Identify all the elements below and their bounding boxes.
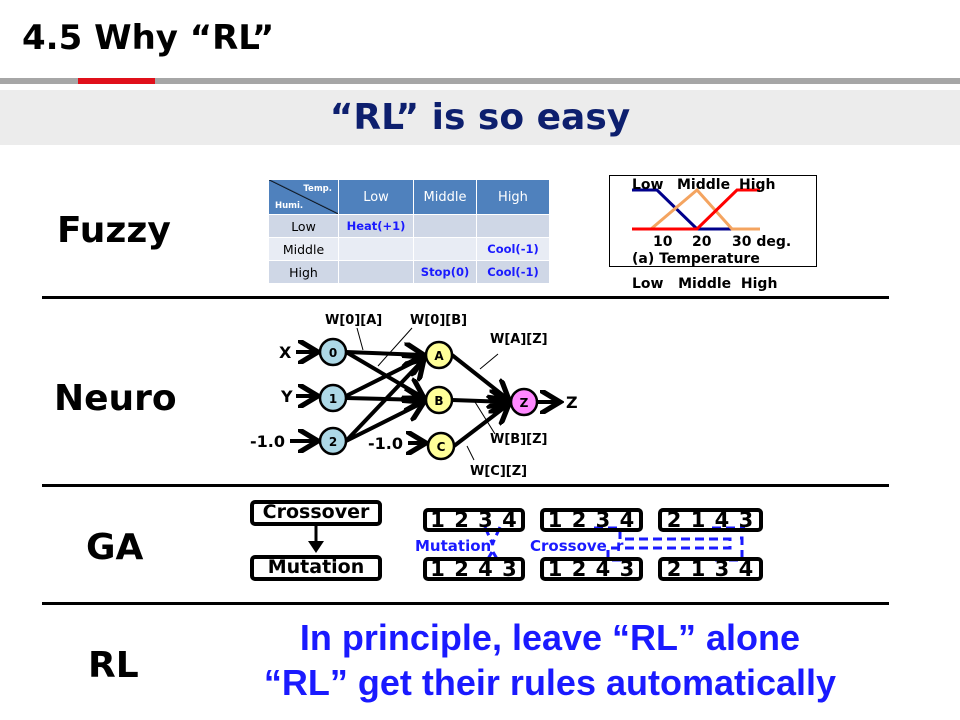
node-label: A xyxy=(434,349,444,363)
input-label-x: X xyxy=(279,343,292,362)
node-hidden-c xyxy=(426,431,456,461)
chromosome: 2 1 4 3 xyxy=(658,508,763,532)
chromosome: 1 2 4 3 xyxy=(540,557,643,581)
slide-title: 4.5 Why “RL” xyxy=(22,18,275,58)
flow-arrow-head xyxy=(308,541,324,553)
col-header: Middle xyxy=(413,179,477,215)
cell xyxy=(476,214,550,238)
humi-label: Humi. xyxy=(275,201,304,211)
subtitle: “RL” is so easy xyxy=(329,97,631,138)
connections xyxy=(290,352,560,446)
crossover-label: Crossove xyxy=(530,537,607,555)
chart-below-labels: Low Middle High xyxy=(632,276,778,292)
table-row: Middle Cool(-1) xyxy=(268,237,550,261)
divider xyxy=(42,602,889,605)
nodes xyxy=(318,337,539,461)
hidden-bias-label: -1.0 xyxy=(368,434,403,453)
tick-label: 10 xyxy=(653,234,673,250)
membership-label-high: High xyxy=(739,177,776,193)
row-header: Middle xyxy=(268,237,339,261)
node-label: B xyxy=(434,394,443,408)
node-hidden-a xyxy=(424,340,454,370)
weight-label: W[B][Z] xyxy=(490,432,547,447)
tick-label: 30 deg. xyxy=(732,234,792,250)
membership-low-line xyxy=(632,188,760,231)
node-label: 1 xyxy=(329,392,337,406)
corner-cell: Temp. Humi. xyxy=(268,179,339,215)
weight-label: W[A][Z] xyxy=(490,332,548,347)
input-label-bias: -1.0 xyxy=(250,432,285,451)
title-rule-accent xyxy=(78,78,155,84)
cell xyxy=(413,214,477,238)
tick-label: 20 xyxy=(692,234,712,250)
row-label-rl: RL xyxy=(88,645,139,686)
node-label: Z xyxy=(520,396,529,410)
node-label: 2 xyxy=(329,435,337,449)
membership-high-line xyxy=(632,188,760,231)
weight-label: W[0][B] xyxy=(410,313,467,328)
node-hidden-b xyxy=(424,385,454,415)
row-label-fuzzy: Fuzzy xyxy=(57,210,171,251)
row-header: High xyxy=(268,260,339,284)
node-label: 0 xyxy=(329,346,337,360)
chart-caption: (a) Temperature xyxy=(632,251,760,267)
chromosome: 2 1 3 4 xyxy=(658,557,763,581)
output-label: Z xyxy=(566,393,578,412)
node-output-z xyxy=(509,387,539,417)
title-rule xyxy=(0,78,960,84)
row-label-ga: GA xyxy=(86,527,144,568)
subtitle-band xyxy=(0,90,960,145)
chromosome: 1 2 4 3 xyxy=(423,557,525,581)
node-input-2 xyxy=(318,426,348,456)
divider xyxy=(42,484,889,487)
cell: Cool(-1) xyxy=(476,260,550,284)
table-row: Low Heat(+1) xyxy=(268,214,550,238)
crossover-marker: r xyxy=(616,537,624,555)
mutation-label: Mutation xyxy=(415,537,492,555)
node-label: C xyxy=(437,440,446,454)
mutation-box: Mutation xyxy=(250,555,382,581)
cell: Stop(0) xyxy=(413,260,477,284)
cell: Cool(-1) xyxy=(476,237,550,261)
input-label-y: Y xyxy=(280,387,293,406)
weight-label: W[C][Z] xyxy=(470,464,527,479)
membership-label-middle: Middle xyxy=(677,177,731,193)
membership-chart xyxy=(632,187,760,231)
col-header: High xyxy=(476,179,550,215)
fuzzy-rule-table: Temp.Humi. Low Middle High Low Heat(+1) … xyxy=(268,179,550,284)
crossover-box: Crossover xyxy=(250,500,382,526)
rl-statement-line-1: In principle, leave “RL” alone xyxy=(299,617,801,658)
weight-leaders xyxy=(356,327,499,461)
chromosome: 1 2 3 4 xyxy=(540,508,643,532)
weight-label: W[0][A] xyxy=(325,313,382,328)
node-input-0 xyxy=(318,337,348,367)
node-input-1 xyxy=(318,383,348,413)
rl-statement-line-2: “RL” get their rules automatically xyxy=(263,662,837,703)
row-header: Low xyxy=(268,214,339,238)
cell: Heat(+1) xyxy=(338,214,414,238)
col-header: Low xyxy=(338,179,414,215)
row-label-neuro: Neuro xyxy=(54,378,177,419)
membership-chart-frame xyxy=(609,175,817,267)
temp-label: Temp. xyxy=(303,184,332,194)
membership-label-low: Low xyxy=(632,177,664,193)
cell xyxy=(338,260,414,284)
chromosome: 1 2 3 4 xyxy=(423,508,525,532)
table-row: High Stop(0) Cool(-1) xyxy=(268,260,550,284)
divider xyxy=(42,296,889,299)
